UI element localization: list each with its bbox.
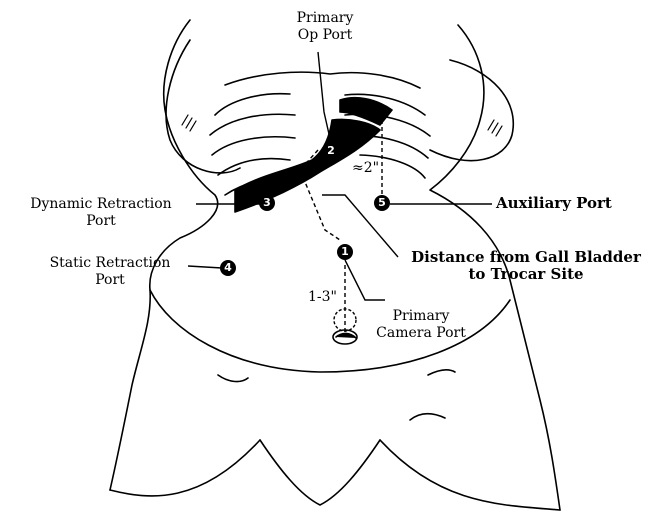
label-auxiliary-port: Auxiliary Port bbox=[496, 195, 612, 212]
label-distance-line2: to Trocar Site bbox=[398, 266, 654, 283]
label-measure-1-3in: 1-3" bbox=[308, 289, 337, 306]
marker-5: 5 bbox=[374, 195, 390, 211]
marker-4: 4 bbox=[220, 260, 236, 276]
label-primary-op-port-line2: Op Port bbox=[280, 27, 370, 44]
label-primary-op-port: Primary Op Port bbox=[280, 10, 370, 44]
label-camera-line1: Primary bbox=[366, 308, 476, 325]
navel-icon bbox=[333, 330, 357, 344]
ribcage-top bbox=[225, 72, 420, 88]
label-dynamic-line1: Dynamic Retraction bbox=[6, 196, 196, 213]
leader-camera bbox=[345, 260, 385, 300]
label-static-retraction-port: Static Retraction Port bbox=[30, 255, 190, 289]
leader-static bbox=[188, 266, 222, 268]
leader-op-port bbox=[318, 52, 331, 143]
label-static-line2: Port bbox=[30, 272, 190, 289]
label-primary-op-port-line1: Primary bbox=[280, 10, 370, 27]
label-distance-gall-bladder: Distance from Gall Bladder to Trocar Sit… bbox=[398, 249, 654, 283]
label-distance-line1: Distance from Gall Bladder bbox=[398, 249, 654, 266]
left-breast bbox=[166, 40, 240, 173]
label-camera-line2: Camera Port bbox=[366, 325, 476, 342]
scar-left bbox=[218, 375, 248, 382]
label-primary-camera-port: Primary Camera Port bbox=[366, 308, 476, 342]
label-measure-2in: ≈2" bbox=[352, 160, 379, 177]
marker-3: 3 bbox=[259, 195, 275, 211]
groin bbox=[260, 440, 380, 505]
marker-1: 1 bbox=[337, 244, 353, 260]
label-dynamic-retraction-port: Dynamic Retraction Port bbox=[6, 196, 196, 230]
scar-right bbox=[428, 370, 455, 375]
scar-lower bbox=[410, 414, 445, 420]
marker-2: 2 bbox=[323, 143, 339, 159]
right-breast bbox=[430, 60, 513, 161]
label-static-line1: Static Retraction bbox=[30, 255, 190, 272]
label-dynamic-line2: Port bbox=[6, 213, 196, 230]
